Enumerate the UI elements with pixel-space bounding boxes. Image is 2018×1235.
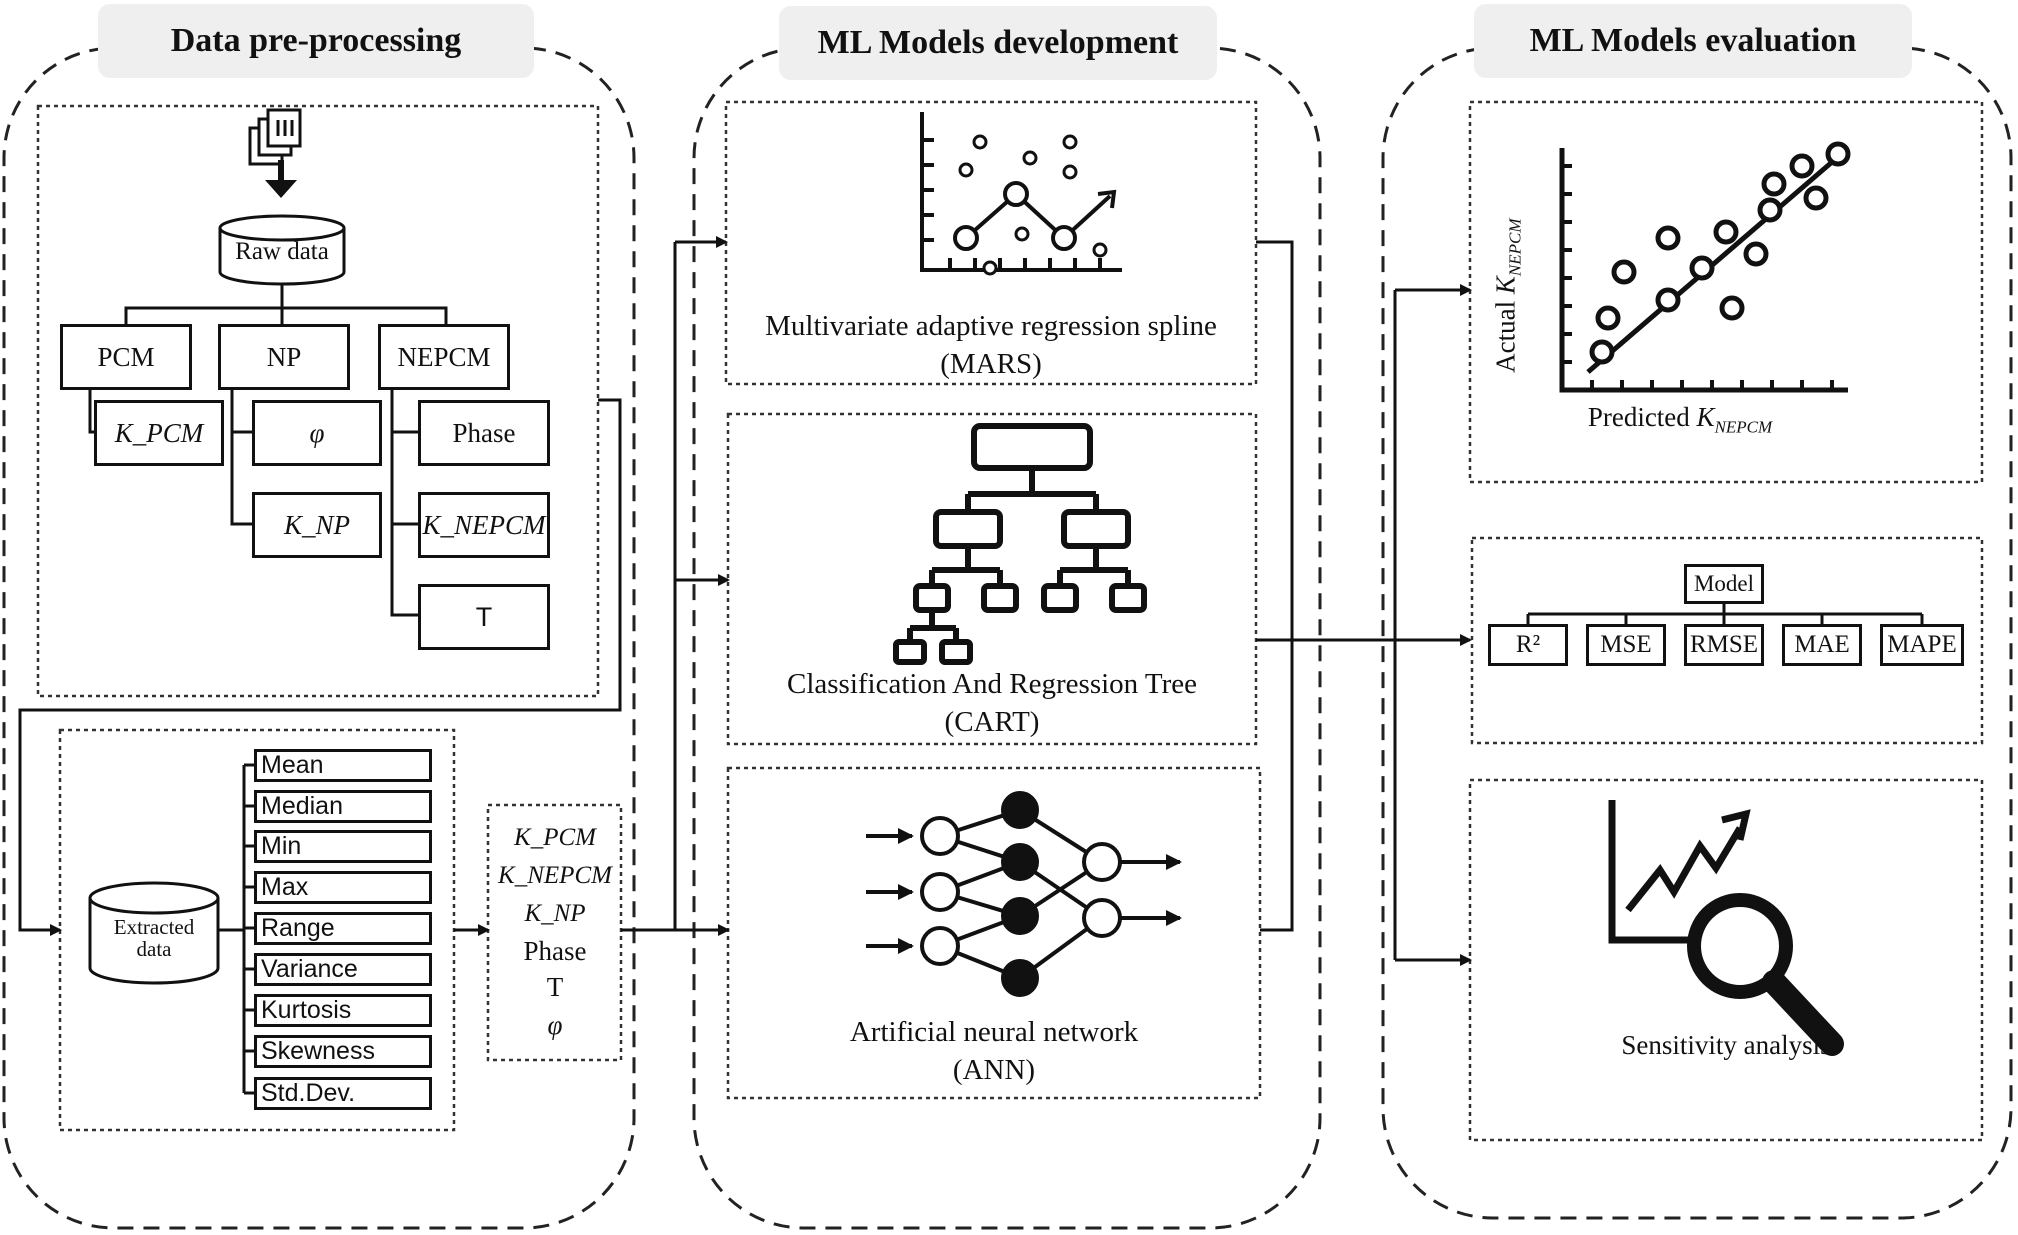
feature-max: Max (254, 871, 432, 904)
metrics-tree-lines (1526, 604, 1924, 624)
down-arrow-icon (265, 160, 297, 198)
feature-bracket (218, 763, 254, 1095)
metric-mape: MAPE (1880, 624, 1964, 666)
header-development: ML Models development (779, 6, 1217, 80)
nepcm-phase-box: Phase (418, 400, 550, 466)
metric-rmse: RMSE (1684, 624, 1764, 666)
feature-min: Min (254, 830, 432, 863)
extracted-data-cylinder (88, 881, 220, 985)
category-pcm: PCM (60, 324, 192, 390)
scatter-plot-icon (1559, 141, 1851, 393)
plot-xlabel: Predicted KNEPCM (1560, 402, 1800, 437)
feature-range: Range (254, 912, 432, 945)
neural-network-icon (866, 791, 1182, 997)
np-phi-label: φ (309, 417, 325, 448)
section-evaluation (1381, 46, 2013, 1220)
np-k-box: K_NP (252, 492, 382, 558)
plot-ylabel-symbol: K (1490, 276, 1521, 295)
magnifier-chart-icon (1608, 800, 1844, 1056)
pcm-k-label: K_PCM (114, 417, 204, 448)
metric-r2: R² (1488, 624, 1568, 666)
ann-abbr: (ANN) (952, 1054, 1036, 1086)
input-k-nepcm: K_NEPCM (498, 862, 612, 889)
input-phase: Phase (523, 936, 587, 966)
inputs-to-models-connector (621, 236, 730, 936)
plot-ylabel-prefix: Actual (1490, 294, 1521, 373)
metric-mse: MSE (1586, 624, 1666, 666)
feature-mean: Mean (254, 749, 432, 782)
cart-panel (726, 412, 1258, 746)
model-box: Model (1684, 564, 1764, 604)
nepcm-t-label: T (475, 601, 493, 632)
ann-name: Artificial neural network (849, 1016, 1139, 1048)
metric-mae: MAE (1782, 624, 1862, 666)
metrics-panel (1470, 536, 1984, 745)
np-phi-box: φ (252, 400, 382, 466)
raw-tree-lines (88, 284, 448, 617)
category-nepcm: NEPCM (378, 324, 510, 390)
ann-panel (726, 766, 1262, 1100)
plot-xlabel-prefix: Predicted (1587, 402, 1697, 432)
section-development (692, 46, 1322, 1230)
decision-tree-icon (893, 423, 1147, 665)
models-to-evaluation-connector (1256, 240, 1472, 966)
header-preprocessing: Data pre-processing (98, 4, 534, 78)
plot-ylabel: Actual KNEPCM (1490, 176, 1525, 416)
mars-chart-icon (920, 112, 1122, 276)
plot-xlabel-subscript: NEPCM (1714, 417, 1773, 437)
nepcm-t-box: T (418, 584, 550, 650)
raw-to-extracted-connector (18, 398, 622, 936)
mars-abbr: (MARS) (940, 348, 1042, 380)
plot-xlabel-symbol: K (1696, 402, 1715, 432)
extracted-data-label: Extracted data (113, 915, 195, 961)
pcm-k-box: K_PCM (94, 400, 224, 466)
feature-std-dev: Std.Dev. (254, 1077, 432, 1110)
feature-skewness: Skewness (254, 1035, 432, 1068)
input-k-pcm: K_PCM (514, 824, 596, 851)
input-t: T (546, 972, 564, 1002)
raw-data-cylinder (218, 214, 346, 286)
feature-median: Median (254, 790, 432, 823)
cart-name: Classification And Regression Tree (786, 668, 1197, 700)
input-phi: φ (547, 1010, 563, 1040)
np-k-label: K_NP (283, 509, 350, 540)
cart-abbr: (CART) (944, 706, 1040, 738)
nepcm-k-label: K_NEPCM (422, 509, 546, 540)
category-np: NP (218, 324, 350, 390)
raw-data-label: Raw data (235, 238, 329, 265)
nepcm-phase-label: Phase (452, 417, 516, 448)
feature-kurtosis: Kurtosis (254, 994, 432, 1027)
raw-data-panel (36, 104, 600, 698)
nepcm-k-box: K_NEPCM (418, 492, 550, 558)
input-k-np: K_NP (524, 900, 586, 927)
mars-name: Multivariate adaptive regression spline (765, 310, 1217, 342)
header-evaluation: ML Models evaluation (1474, 4, 1912, 78)
feature-variance: Variance (254, 953, 432, 986)
sensitivity-label: Sensitivity analysis (1621, 1030, 1831, 1060)
plot-ylabel-subscript: NEPCM (1505, 218, 1525, 277)
documents-icon (248, 108, 302, 166)
